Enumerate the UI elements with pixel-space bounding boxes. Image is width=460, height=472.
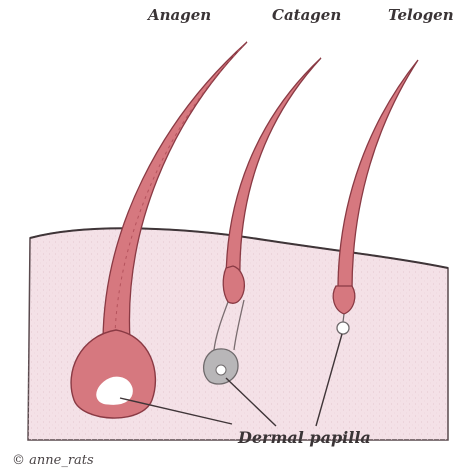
label-anagen: Anagen [148, 6, 211, 24]
label-dermal-papilla: Dermal papilla [238, 428, 371, 447]
label-telogen: Telogen [388, 6, 454, 24]
label-catagen: Catagen [272, 6, 341, 24]
telogen-papilla [337, 322, 349, 334]
credit-watermark: © anne_rats [12, 453, 94, 468]
